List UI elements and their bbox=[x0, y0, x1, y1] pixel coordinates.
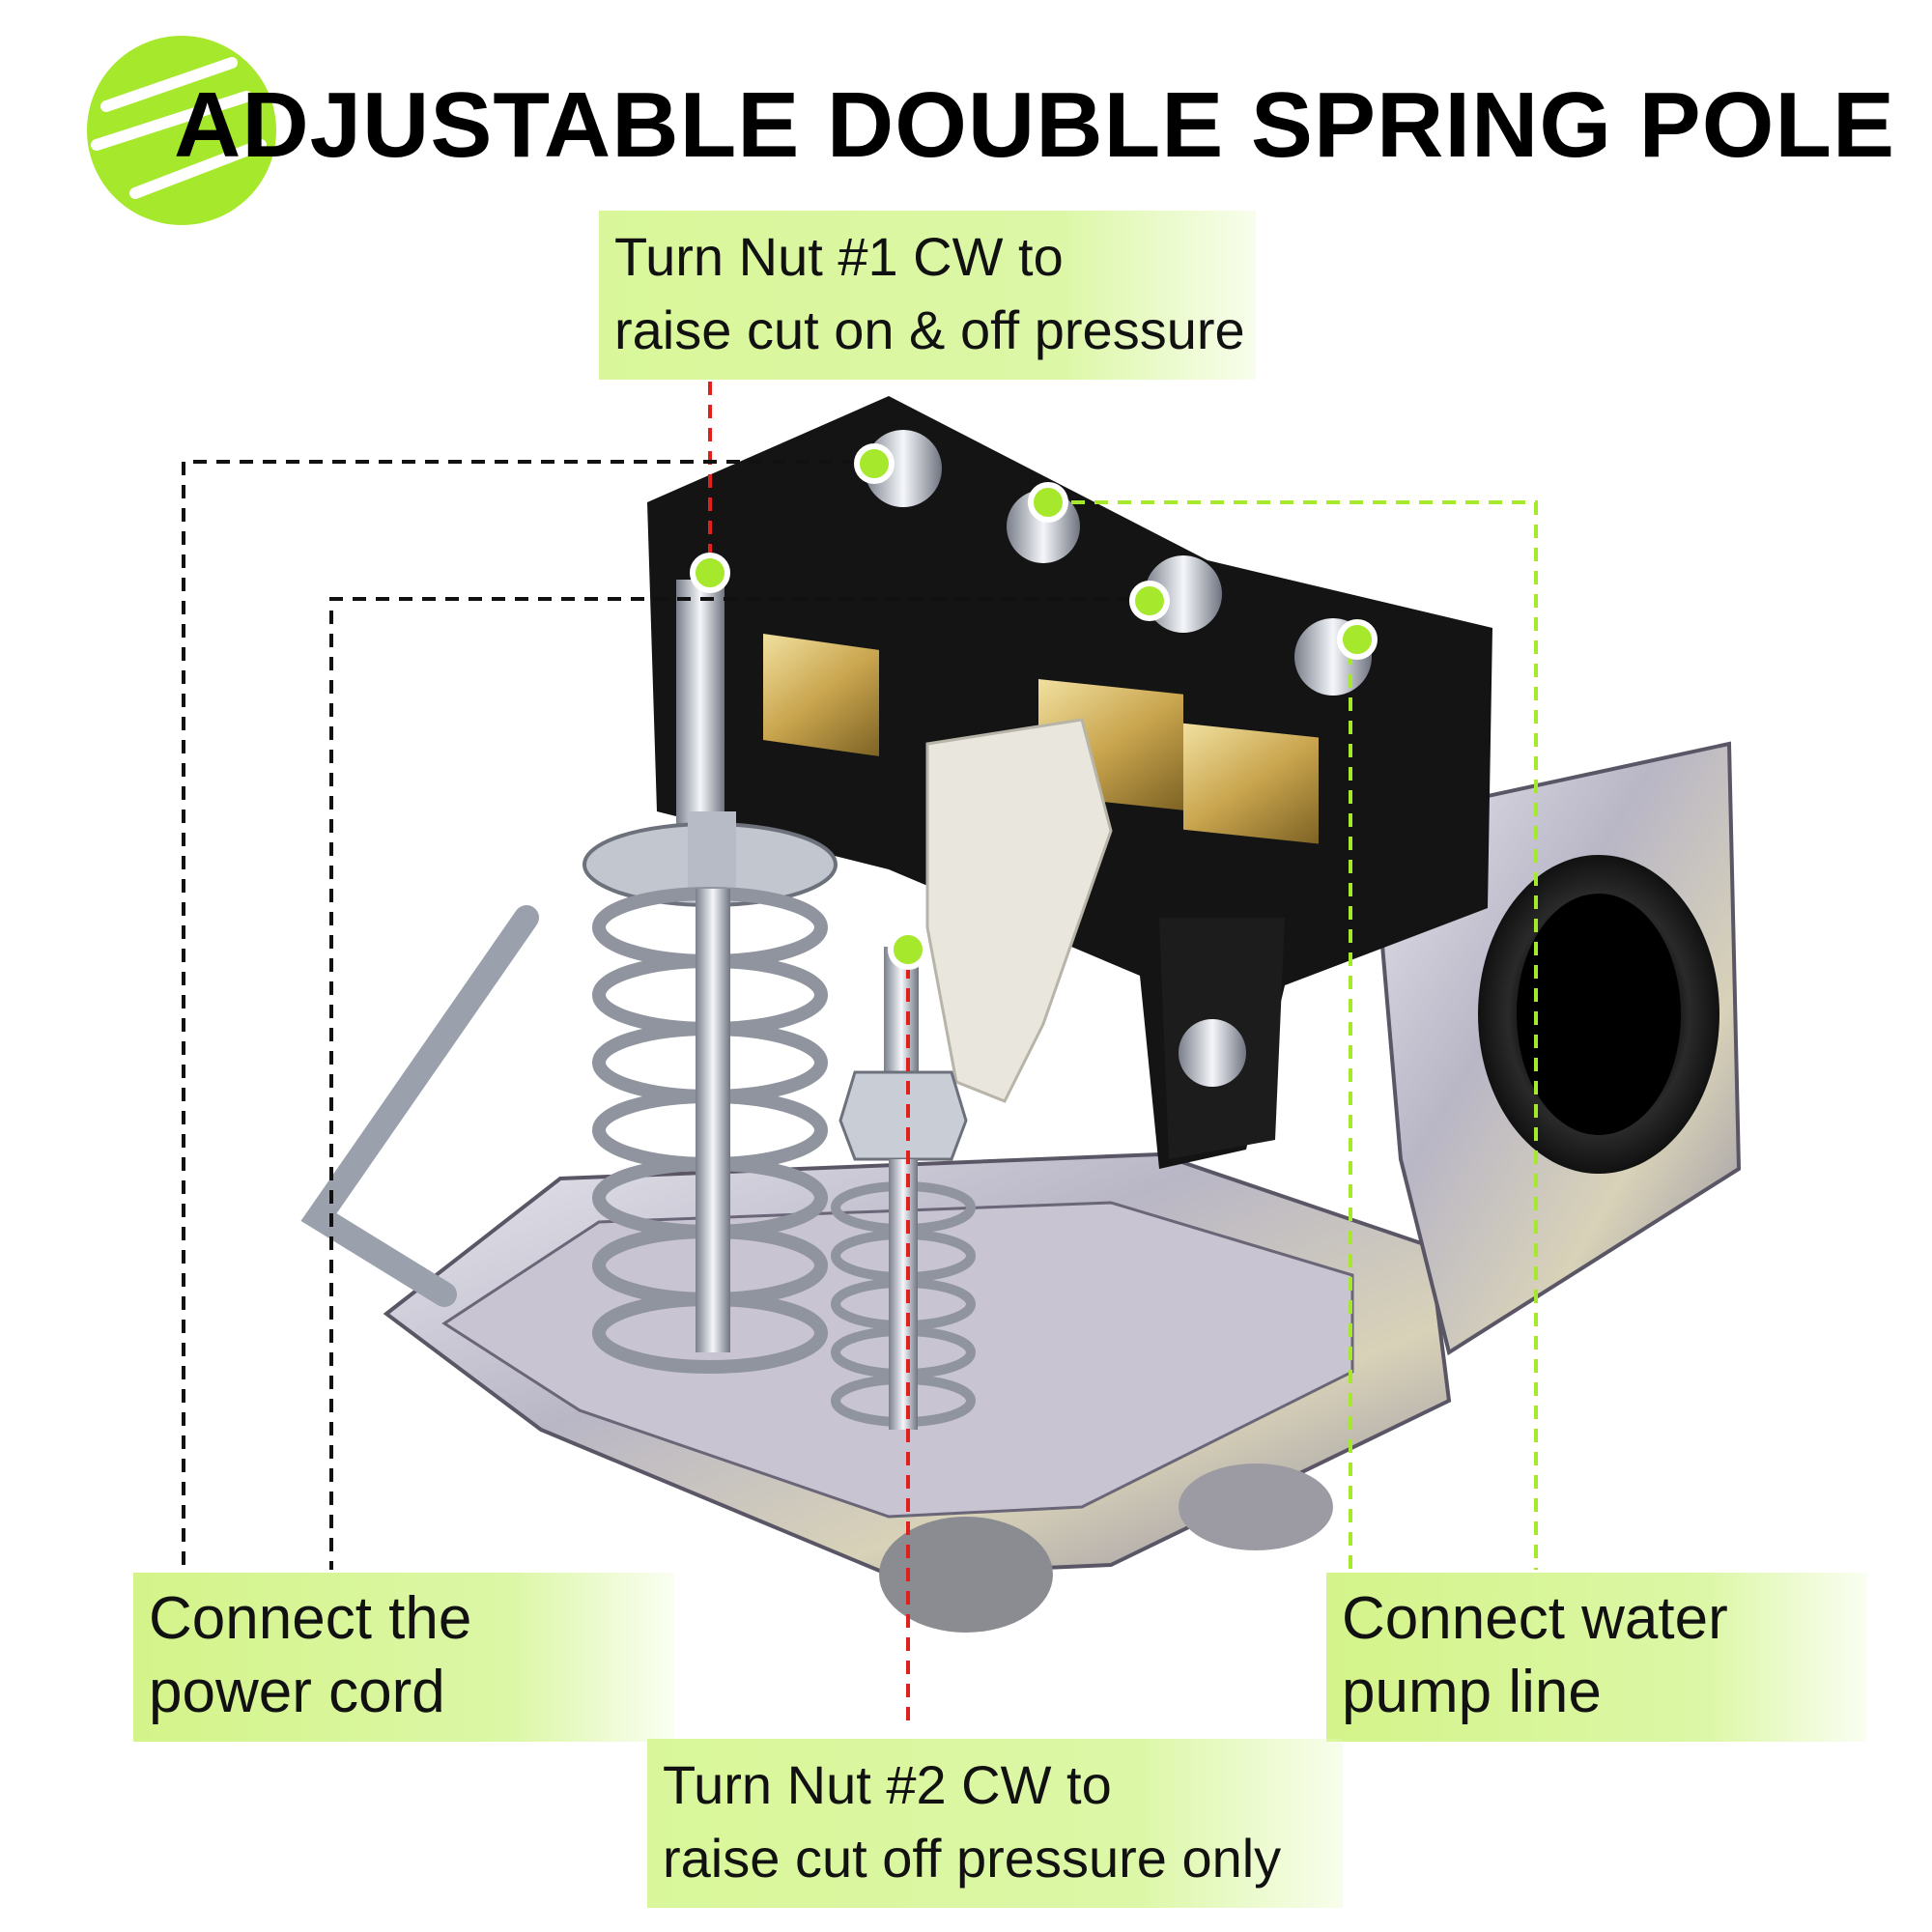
power-leader-line-2 bbox=[329, 597, 1154, 1570]
large-spring-assembly bbox=[582, 580, 838, 1374]
pump-callout-line2: pump line bbox=[1342, 1659, 1602, 1725]
pump-callout: Connect water pump line bbox=[1326, 1573, 1867, 1742]
nut2-callout-line2: raise cut off pressure only bbox=[663, 1828, 1282, 1889]
power-callout-line1: Connect the bbox=[149, 1585, 472, 1652]
pump-leader-line-1 bbox=[1048, 500, 1538, 1570]
pump-terminal-marker-2-icon bbox=[1337, 619, 1378, 660]
nut2-callout: Turn Nut #2 CW to raise cut off pressure… bbox=[647, 1739, 1343, 1908]
nut1-callout: Turn Nut #1 CW to raise cut on & off pre… bbox=[599, 211, 1256, 380]
nut1-callout-line2: raise cut on & off pressure bbox=[614, 299, 1245, 360]
power-terminal-marker-1-icon bbox=[854, 443, 895, 484]
nut2-callout-line1: Turn Nut #2 CW to bbox=[663, 1754, 1112, 1815]
hex-key-icon bbox=[300, 905, 539, 1307]
small-spring-assembly bbox=[831, 947, 976, 1430]
lever-arm bbox=[925, 718, 1113, 1103]
nut1-callout-line1: Turn Nut #1 CW to bbox=[614, 226, 1064, 287]
pump-callout-line1: Connect water bbox=[1342, 1585, 1728, 1652]
power-terminal-marker-2-icon bbox=[1129, 581, 1170, 621]
brand-logo-icon bbox=[87, 36, 276, 225]
power-callout: Connect the power cord bbox=[133, 1573, 674, 1742]
nut1-marker-icon bbox=[690, 553, 730, 593]
nut2-marker-icon bbox=[888, 929, 928, 970]
power-callout-line2: power cord bbox=[149, 1659, 445, 1725]
power-leader-line-1 bbox=[182, 460, 879, 1570]
page-title: ADJUSTABLE DOUBLE SPRING POLE bbox=[174, 73, 1896, 177]
pump-terminal-marker-1-icon bbox=[1028, 482, 1068, 523]
